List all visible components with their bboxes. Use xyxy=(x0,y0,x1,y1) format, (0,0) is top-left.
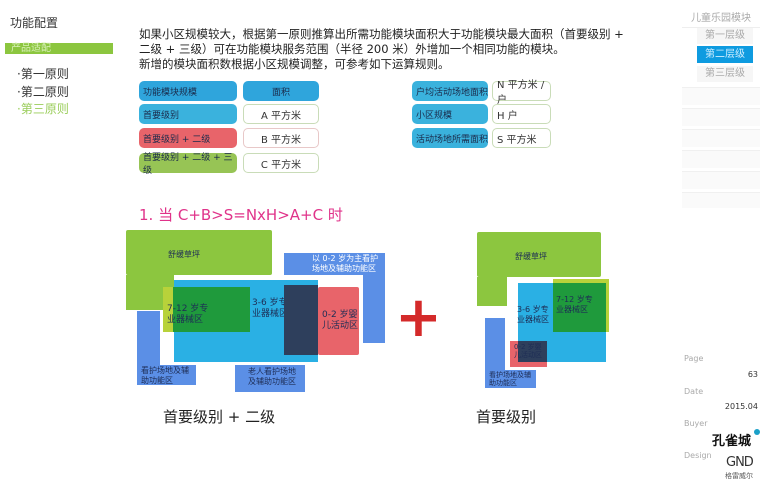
intro-line: 如果小区规模较大，根据第一原则推算出所需功能模块面积大于功能模块最大面积（首要级… xyxy=(139,27,624,41)
table-cell: 首要级别 xyxy=(139,104,237,124)
sidebar-item-principle-1[interactable]: ·第一原则 xyxy=(17,67,69,81)
sidebar-active-section[interactable]: 产品适配 xyxy=(5,43,113,54)
date-value: 2015.04 xyxy=(724,402,758,411)
table-cell: A 平方米 xyxy=(243,104,319,124)
table-header-area: 面积 xyxy=(243,81,319,101)
module-title: 儿童乐园模块 xyxy=(682,9,760,28)
empty-row xyxy=(682,87,760,105)
empty-row xyxy=(682,192,760,208)
intro-line: 新增的模块面积数根据小区规模调整，可参考如下运算规则。 xyxy=(139,57,450,71)
table-cell: 首要级别 + 二级 xyxy=(139,128,237,148)
caption-right: 首要级别 xyxy=(476,408,537,426)
zone-7-12 xyxy=(553,283,606,332)
empty-row xyxy=(682,171,760,189)
design-label: Design xyxy=(684,451,712,460)
zone-0-2 xyxy=(318,287,359,355)
zone-label: 看护场地及辅助功能区 xyxy=(141,366,189,385)
zone-label: 3-6 岁专业器械区 xyxy=(252,298,289,319)
zone-elder-care xyxy=(235,365,305,392)
formula-heading: 1. 当 C+B>S=NxH>A+C 时 xyxy=(139,206,343,224)
page-label: Page xyxy=(684,354,704,363)
level-2[interactable]: 第二层级 xyxy=(697,46,753,63)
empty-row xyxy=(682,108,760,126)
empty-row xyxy=(682,129,760,147)
buyer-logo: 孔雀城 xyxy=(712,434,752,449)
zone-label: 0-2 岁婴儿活动区 xyxy=(322,310,359,331)
zone-care-box xyxy=(485,370,536,388)
table-header-scale: 功能模块规模 xyxy=(139,81,237,101)
buyer-label: Buyer xyxy=(684,419,708,428)
table-cell: 小区规模 xyxy=(412,104,488,124)
zone-label: 舒缓草坪 xyxy=(168,250,200,259)
table-cell: H 户 xyxy=(492,104,551,124)
sidebar-title: 功能配置 xyxy=(10,16,59,30)
zone-care-02 xyxy=(284,253,385,275)
zone-label: 以 0-2 岁为主看护场地及辅助功能区 xyxy=(312,254,379,273)
zone-label: 3-6 岁专业器械区 xyxy=(517,305,549,324)
zone-lawn-ext xyxy=(477,277,507,306)
intro-text: 如果小区规模较大，根据第一原则推算出所需功能模块面积大于功能模块最大面积（首要级… xyxy=(139,27,624,72)
design-logo-sub: 格雷威尔 xyxy=(725,472,753,480)
zone-label: 老人看护场地及辅助功能区 xyxy=(248,367,296,386)
empty-row xyxy=(682,150,760,168)
buyer-logo-dot-icon xyxy=(754,429,760,435)
zone-overlap xyxy=(518,341,547,362)
table-cell: 首要级别 + 二级 + 三级 xyxy=(139,153,237,176)
zone-7-12 xyxy=(173,287,250,332)
zone-label: 7-12 岁专业器械区 xyxy=(167,304,209,325)
zone-label: 0-2 岁婴儿活动区 xyxy=(514,343,542,360)
table-cell: 户均活动场地面积 xyxy=(412,81,488,101)
table-cell: B 平方米 xyxy=(243,128,319,148)
sidebar-item-principle-3[interactable]: ·第三原则 xyxy=(17,102,69,116)
sidebar-item-principle-2[interactable]: ·第二原则 xyxy=(17,85,69,99)
zone-label: 看护场地及辅助功能区 xyxy=(489,371,531,388)
page-number: 63 xyxy=(747,370,758,379)
table-cell: S 平方米 xyxy=(492,128,551,148)
table-cell: N 平方米 / 户 xyxy=(492,80,551,106)
table-cell: 活动场地所需面积 xyxy=(412,128,488,148)
plus-icon: + xyxy=(395,285,442,350)
table-cell: C 平方米 xyxy=(243,153,319,173)
level-1[interactable]: 第一层级 xyxy=(697,28,753,44)
zone-label: 7-12 岁专业器械区 xyxy=(556,295,593,314)
date-label: Date xyxy=(684,387,704,396)
zone-care-02-ext xyxy=(363,275,385,343)
zone-lawn xyxy=(126,230,272,275)
level-3[interactable]: 第三层级 xyxy=(697,66,753,82)
zone-lawn xyxy=(477,232,601,277)
zone-label: 舒缓草坪 xyxy=(515,252,547,261)
caption-left: 首要级别 + 二级 xyxy=(163,408,276,426)
zone-overlap xyxy=(284,285,318,355)
design-logo: GND xyxy=(726,455,754,470)
intro-line: 二级 + 三级）可在功能模块服务范围（半径 200 米）外增加一个相同功能的模块… xyxy=(139,42,565,56)
zone-care-box xyxy=(137,365,196,385)
